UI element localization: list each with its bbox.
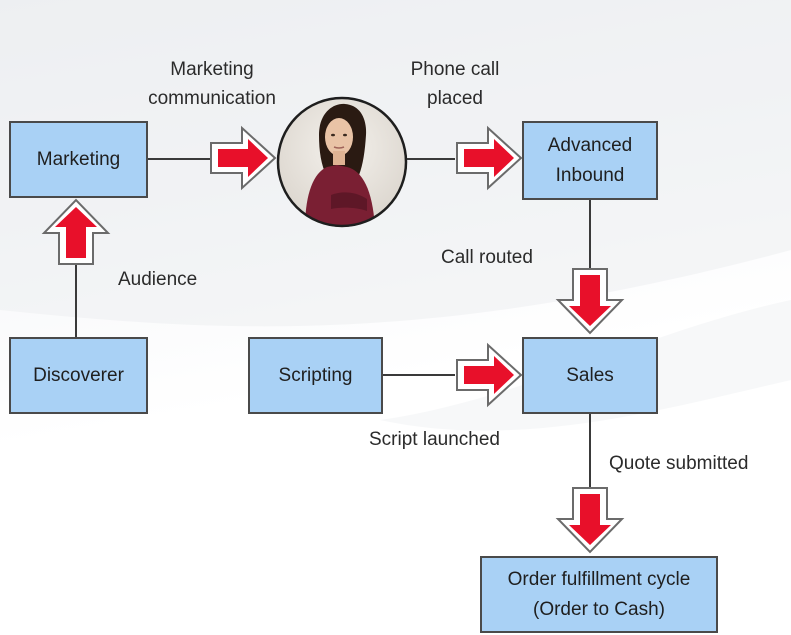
advanced-inbound-label-line2: Inbound <box>555 164 625 186</box>
arrow-right-marketing-icon <box>210 125 277 191</box>
discoverer-node-label: Discoverer <box>33 364 124 386</box>
advanced-inbound-label-line1: Advanced <box>547 134 633 156</box>
label-marketing-communication-line2: communication <box>148 88 276 109</box>
label-call-routed: Call routed <box>441 247 533 268</box>
label-phone-call-line2: placed <box>427 88 483 109</box>
discoverer-node[interactable]: Discoverer <box>9 337 148 414</box>
label-phone-call-placed: Phone call placed <box>395 55 515 113</box>
marketing-node[interactable]: Marketing <box>9 121 148 198</box>
order-fulfillment-node[interactable]: Order fulfillment cycle (Order to Cash) <box>480 556 718 633</box>
label-script-launched: Script launched <box>369 429 500 450</box>
advanced-inbound-node[interactable]: Advanced Inbound <box>522 121 658 200</box>
arrow-right-script-icon <box>456 342 523 408</box>
marketing-node-label: Marketing <box>36 148 121 170</box>
order-fulfillment-label-line2: (Order to Cash) <box>533 598 665 620</box>
sales-node[interactable]: Sales <box>522 337 658 414</box>
order-fulfillment-label-line1: Order fulfillment cycle <box>507 568 691 590</box>
label-marketing-communication: Marketing communication <box>132 55 292 113</box>
customer-photo-icon <box>276 96 408 228</box>
label-phone-call-line1: Phone call <box>410 59 500 80</box>
label-audience: Audience <box>118 269 198 290</box>
label-marketing-communication-line1: Marketing <box>170 59 254 80</box>
arrow-right-phone-call-icon <box>456 125 523 191</box>
arrow-down-call-routed-icon <box>555 268 625 335</box>
scripting-node-label: Scripting <box>278 364 353 386</box>
label-quote-submitted: Quote submitted <box>609 453 749 474</box>
arrow-down-quote-icon <box>555 487 625 554</box>
scripting-node[interactable]: Scripting <box>248 337 383 414</box>
sales-node-label: Sales <box>566 364 614 386</box>
arrow-up-audience-icon <box>41 198 111 265</box>
